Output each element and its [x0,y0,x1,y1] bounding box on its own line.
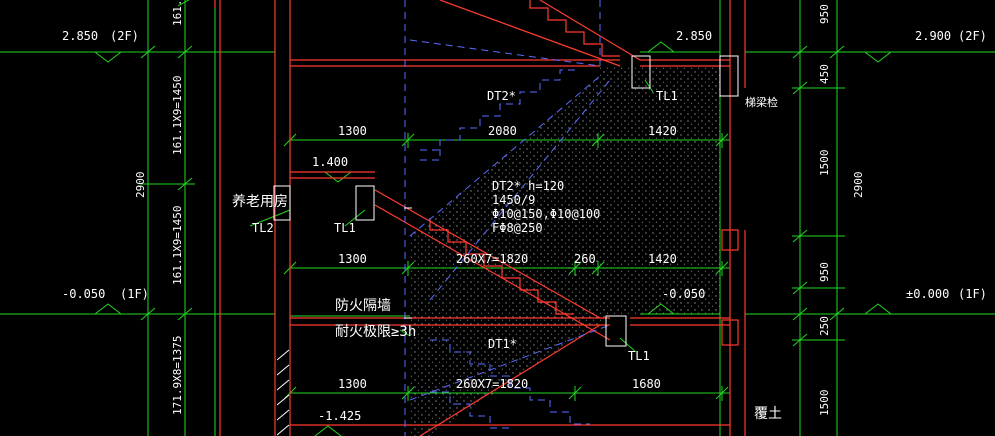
note-line-3: Φ10@150,Φ10@100 [492,207,600,221]
hdim-row3-c: 1680 [632,377,661,391]
elev-left-1f-tag: (1F) [120,287,149,301]
elev-mid-2f: 2.850 [676,29,712,43]
label-tl2: TL2 [252,221,274,235]
vdim-top-left: 161.1 [171,0,184,26]
elev-right-1f-tag: (1F) [958,287,987,301]
vdim-right-950-top: 950 [818,4,831,24]
label-tl1-landing: TL1 [334,221,356,235]
note-line-1: DT2* h=120 [492,179,564,193]
hdim-row2-c: 260 [574,252,596,266]
hdim-row3-a: 1300 [338,377,367,391]
label-room: 养老用房 [232,194,288,210]
elev-bottom: -1.425 [318,409,361,423]
hdim-row1-b: 2080 [488,124,517,138]
label-fire-rating: 耐火极限≥3h [335,324,416,340]
vdim-right-250: 250 [818,316,831,336]
elev-right-2f: 2.900 [915,29,951,43]
white-elements [273,55,739,436]
elev-right-1f: ±0.000 [906,287,949,301]
vdim-right-1500-bottom: 1500 [818,390,831,417]
vdim-total-left: 2900 [134,172,147,199]
elev-left-2f: 2.850 [62,29,98,43]
elev-right-2f-tag: (2F) [958,29,987,43]
vdim-right-950-mid: 950 [818,262,831,282]
elev-mid-1f: -0.050 [662,287,705,301]
elev-landing: 1.400 [312,155,348,169]
hdim-row3-b: 260X7=1820 [456,377,528,391]
concrete-hatch [410,66,722,436]
label-dt1: DT1* [488,337,517,351]
horizontal-dimension-labels: 1300 2080 1420 1300 260X7=1820 260 1420 … [338,124,677,391]
hdim-row2-b: 260X7=1820 [456,252,528,266]
note-line-2: 1450/9 [492,193,535,207]
vdim-right-450: 450 [818,64,831,84]
vdim-right-2900: 2900 [852,172,865,199]
vdim-lower-flight: 161.1X9=1450 [171,206,184,285]
hidden-lines [404,0,611,436]
elev-left-2f-tag: (2F) [110,29,139,43]
label-soil: 覆土 [754,406,782,422]
structure-lines [214,0,746,436]
vertical-dimension-labels: 161.1 161.1X9=1450 2900 161.1X9=1450 171… [134,0,865,416]
elevation-markers [94,41,892,436]
label-dt2-top: DT2* [487,89,516,103]
label-beam: 梯梁检 [745,95,778,109]
vdim-right-1500: 1500 [818,150,831,177]
note-line-4: FΦ8@250 [492,221,543,235]
hdim-row1-c: 1420 [648,124,677,138]
vdim-upper-flight: 161.1X9=1450 [171,76,184,155]
dt2-note: DT2* h=120 1450/9 Φ10@150,Φ10@100 FΦ8@25… [492,179,600,235]
vdim-base-flight: 171.9X8=1375 [171,336,184,415]
label-tl1-bottom: TL1 [628,349,650,363]
hdim-row1-a: 1300 [338,124,367,138]
label-firewall: 防火隔墙 [335,298,391,314]
hdim-row2-a: 1300 [338,252,367,266]
member-labels: TL1 TL1 TL2 TL1 DT2* DT1* 养老用房 防火隔墙 耐火极限… [232,89,782,422]
elev-left-1f: -0.050 [62,287,105,301]
hdim-row2-d: 1420 [648,252,677,266]
elevation-labels: 2.850 (2F) 2.850 2.900 (2F) 1.400 -0.050… [62,29,987,423]
label-tl1-top: TL1 [656,89,678,103]
